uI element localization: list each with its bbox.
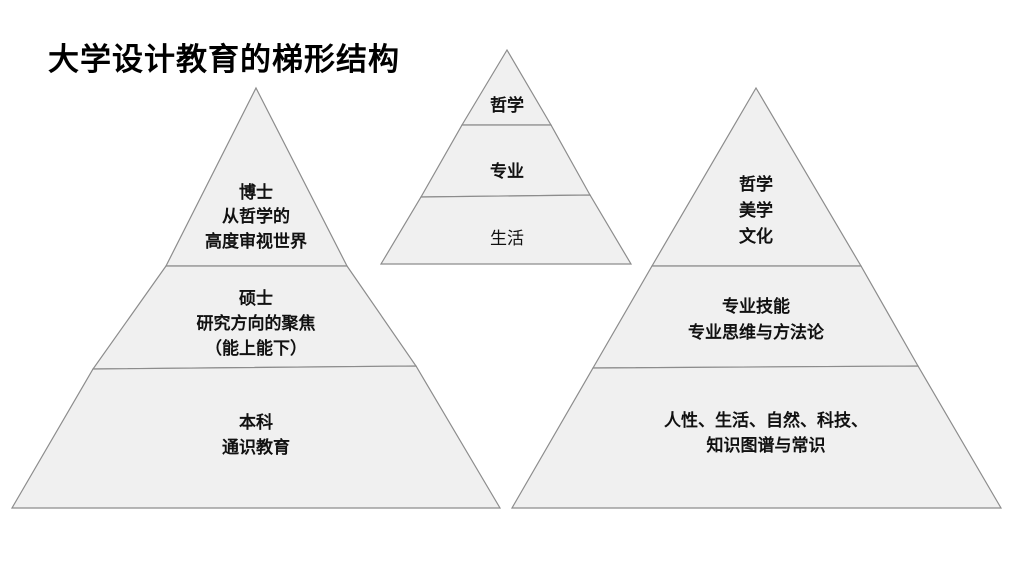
right-tier-bottom-line-1: 人性、生活、自然、科技、 [664,410,868,431]
left-tier-top-line-1: 博士 [239,182,273,203]
left-tier-bottom-line-1: 本科 [239,412,273,433]
right-pyramid: 哲学 美学 文化 专业技能 专业思维与方法论 人性、生活、自然、科技、 知识图谱… [510,86,1003,509]
right-tier-middle-line-1: 专业技能 [722,296,790,317]
right-tier-top-line-1: 哲学 [739,174,773,195]
left-tier-top-line-2: 从哲学的 [222,206,290,227]
right-tier-bottom [510,365,1003,509]
right-tier-middle [591,265,920,369]
right-tier-middle-line-2: 专业思维与方法论 [688,322,825,343]
slide-title: 大学设计教育的梯形结构 [48,42,400,78]
left-tier-middle-line-2: 研究方向的聚焦 [197,313,316,334]
center-tier-bottom-label: 生活 [490,229,524,249]
center-pyramid: 哲学 专业 生活 [379,48,633,265]
right-tier-bottom-line-2: 知识图谱与常识 [706,435,826,456]
left-pyramid: 博士 从哲学的 高度审视世界 硕士 研究方向的聚焦 （能上能下） 本科 通识教育 [10,86,502,509]
left-tier-bottom-line-2: 通识教育 [222,437,290,458]
center-tier-bottom [379,194,633,265]
right-tier-top-line-3: 文化 [739,226,773,247]
center-tier-top-label: 哲学 [490,95,524,116]
left-tier-middle-line-3: （能上能下） [205,338,307,359]
left-tier-middle-line-1: 硕士 [239,288,273,309]
center-tier-middle [419,124,592,198]
left-tier-bottom [10,365,502,509]
left-tier-top-line-3: 高度审视世界 [205,231,307,252]
right-tier-top-line-2: 美学 [739,200,773,221]
center-tier-middle-label: 专业 [490,161,524,182]
